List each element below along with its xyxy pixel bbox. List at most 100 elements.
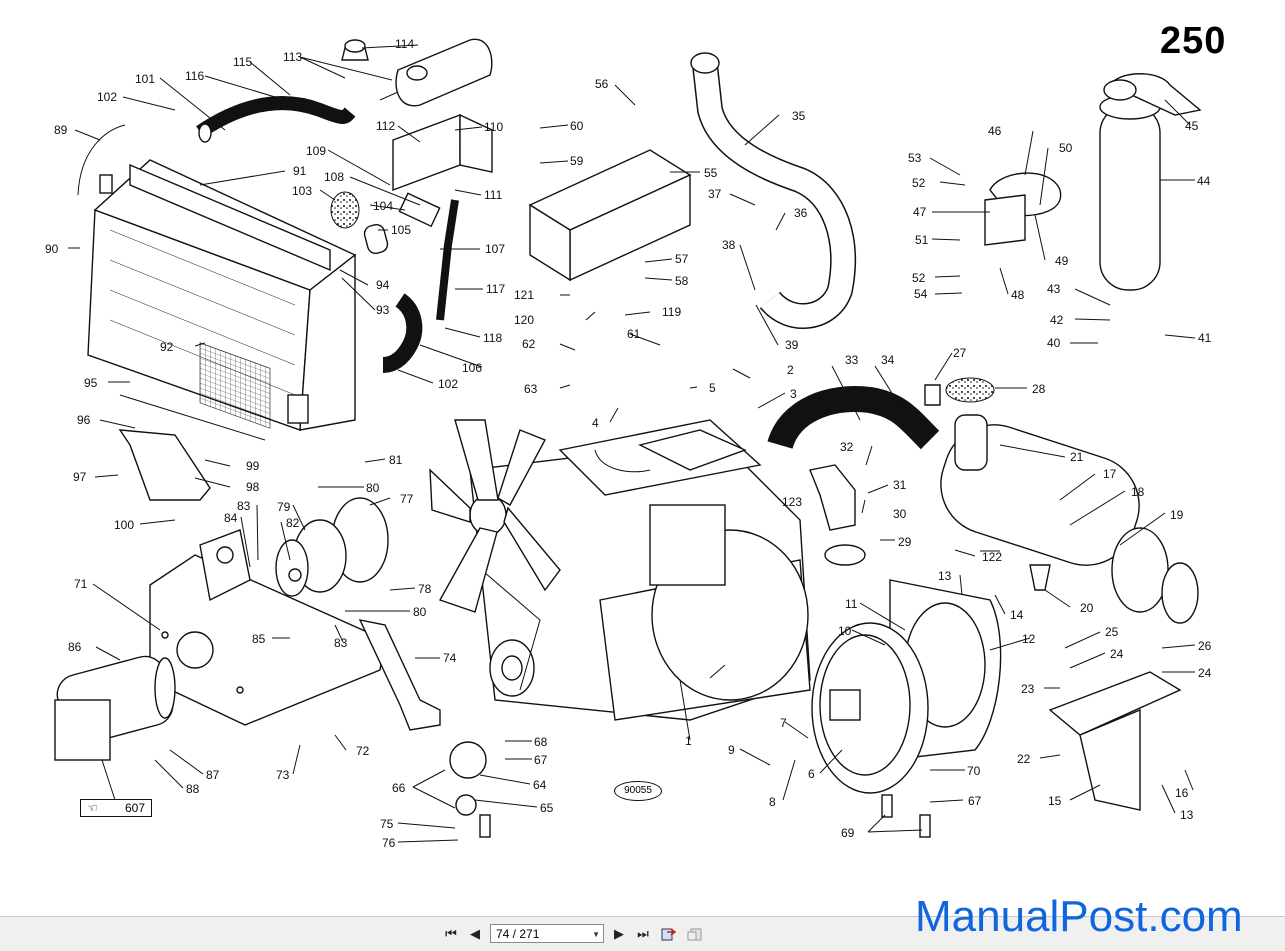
callout-74: 74	[443, 651, 457, 665]
callout-13b: 13	[1180, 808, 1194, 822]
callout-58: 58	[675, 274, 689, 288]
callout-88: 88	[186, 782, 200, 796]
hydraulic-pump	[54, 655, 176, 761]
page-number-select[interactable]: 74 / 271 ▼	[490, 924, 604, 943]
callout-9: 9	[728, 743, 735, 757]
callout-19: 19	[1170, 508, 1184, 522]
callout-41: 41	[1198, 331, 1212, 345]
callout-86: 86	[68, 640, 82, 654]
callout-68: 68	[534, 735, 548, 749]
callout-108: 108	[324, 170, 344, 184]
muffler	[1099, 73, 1202, 291]
callout-37: 37	[708, 187, 722, 201]
callout-83a: 83	[237, 499, 251, 513]
callout-50: 50	[1059, 141, 1073, 155]
callout-80a: 80	[366, 481, 380, 495]
callout-118: 118	[483, 331, 502, 345]
callout-112: 112	[376, 119, 395, 133]
callout-36: 36	[794, 206, 808, 220]
callout-31: 31	[893, 478, 907, 492]
callout-15: 15	[1048, 794, 1062, 808]
callout-96: 96	[77, 413, 91, 427]
flywheel-housing	[811, 579, 1002, 794]
callout-29: 29	[898, 535, 912, 549]
callout-32: 32	[840, 440, 854, 454]
callout-93: 93	[376, 303, 390, 317]
last-page-icon[interactable]: ⏭	[637, 926, 649, 941]
callout-107: 107	[485, 242, 505, 256]
cross-reference-box: ☜ 607	[80, 799, 152, 817]
callout-83b: 83	[334, 636, 348, 650]
callout-63: 63	[524, 382, 538, 396]
callout-120: 120	[514, 313, 534, 327]
next-view-icon[interactable]	[685, 925, 703, 943]
callout-111: 111	[484, 188, 503, 202]
callout-60: 60	[570, 119, 584, 133]
callout-94: 94	[376, 278, 390, 292]
callout-4: 4	[592, 416, 599, 430]
callout-18: 18	[1131, 485, 1145, 499]
callout-35: 35	[792, 109, 806, 123]
callout-39: 39	[785, 338, 799, 352]
callout-82: 82	[286, 516, 300, 530]
next-page-icon[interactable]: ▶	[614, 926, 624, 941]
callout-92: 92	[160, 340, 174, 354]
callout-38: 38	[722, 238, 736, 252]
callout-52b: 52	[912, 271, 926, 285]
callout-87: 87	[206, 768, 220, 782]
callout-54: 54	[914, 287, 928, 301]
watermark-text: ManualPost.com	[915, 892, 1243, 941]
callout-67a: 67	[534, 753, 548, 767]
callout-55: 55	[704, 166, 718, 180]
air-cleaner	[924, 377, 1199, 624]
first-page-icon[interactable]: ⏮	[445, 926, 457, 941]
callout-81: 81	[389, 453, 403, 467]
callout-12: 12	[1022, 632, 1036, 646]
callout-117: 117	[486, 282, 505, 296]
callout-7: 7	[780, 716, 787, 730]
callout-104: 104	[373, 199, 393, 213]
callout-46: 46	[988, 124, 1002, 138]
callout-66: 66	[392, 781, 406, 795]
callout-71: 71	[74, 577, 88, 591]
callout-123: 123	[782, 495, 802, 509]
callout-6: 6	[808, 767, 815, 781]
callout-16: 16	[1175, 786, 1189, 800]
callout-5: 5	[709, 381, 716, 395]
callout-97: 97	[73, 470, 87, 484]
callout-25: 25	[1105, 625, 1119, 639]
callout-53: 53	[908, 151, 922, 165]
pointing-hand-icon: ☜	[87, 801, 98, 815]
callout-61: 61	[627, 327, 641, 341]
callout-105: 105	[391, 223, 411, 237]
callout-11: 11	[845, 597, 858, 611]
engine-mount-frame	[149, 529, 386, 726]
callout-100: 100	[114, 518, 134, 532]
callout-45: 45	[1185, 119, 1199, 133]
callout-62: 62	[522, 337, 536, 351]
callout-59: 59	[570, 154, 584, 168]
callout-67b: 67	[968, 794, 982, 808]
callout-26: 26	[1198, 639, 1212, 653]
callout-leaders	[68, 44, 1196, 843]
callout-21: 21	[1070, 450, 1084, 464]
callout-20: 20	[1080, 601, 1094, 615]
previous-page-icon[interactable]: ◀	[470, 926, 480, 941]
radiator-assembly	[77, 124, 357, 441]
previous-view-icon[interactable]	[660, 925, 678, 943]
document-viewport[interactable]: 1 2 3 4 5 6 7 8 9 10 11 12 13 13 14 15 1…	[0, 0, 1285, 916]
callout-65: 65	[540, 801, 554, 815]
callout-114: 114	[395, 37, 414, 51]
viewer-toolbar: ⏮ ◀ 74 / 271 ▼ ▶ ⏭	[0, 916, 1285, 951]
callout-84: 84	[224, 511, 238, 525]
callout-99: 99	[246, 459, 260, 473]
callout-1: 1	[685, 734, 692, 748]
cooling-fan	[429, 419, 561, 613]
callout-80b: 80	[413, 605, 427, 619]
callout-48: 48	[1011, 288, 1025, 302]
callout-57: 57	[675, 252, 689, 266]
callout-116: 116	[185, 69, 204, 83]
callout-102a: 102	[97, 90, 117, 104]
callout-122: 122	[982, 550, 1002, 564]
page-label: 250	[1160, 20, 1227, 62]
